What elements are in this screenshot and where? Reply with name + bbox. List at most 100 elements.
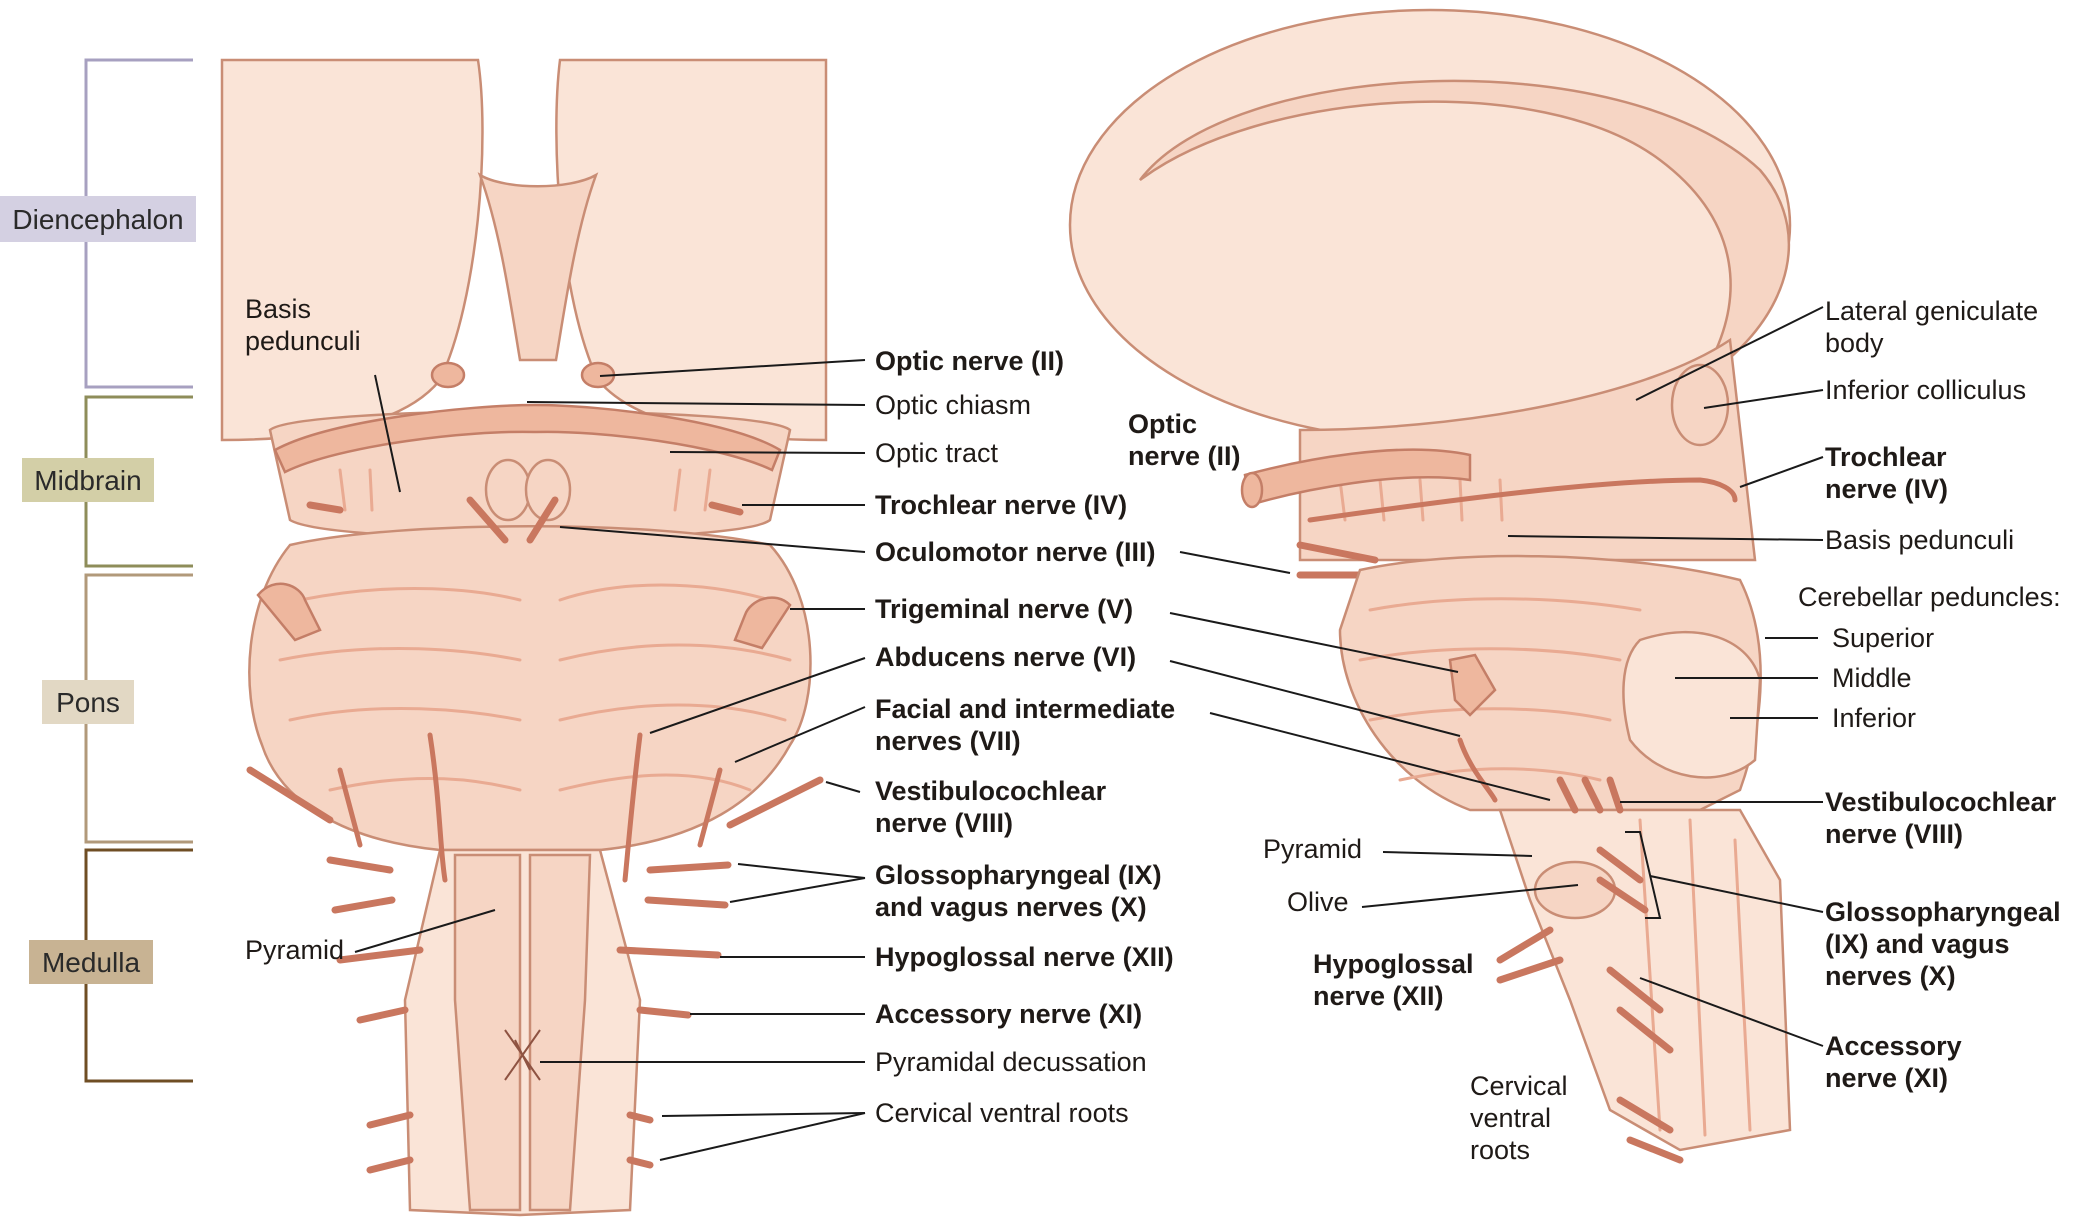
pons-bracket: Pons <box>42 573 193 844</box>
midbrain-stripe <box>1418 478 1425 522</box>
ventral-pons <box>248 525 812 852</box>
medulla-label: Medulla <box>42 947 140 978</box>
pons-stripe <box>298 586 522 602</box>
ventral-leader-lines <box>354 359 866 1161</box>
label-glossopharyngeal-line2: and vagus nerves (X) <box>875 892 1147 922</box>
right-pyramid <box>528 853 592 1212</box>
midbrain-stripe <box>1378 478 1386 522</box>
ventral-medulla <box>403 848 642 1217</box>
diencephalon-bracket: Diencephalon <box>0 58 196 389</box>
label-lat-cerebellar-peduncles: Cerebellar peduncles: <box>1798 582 2061 612</box>
ventral-labels: Basis pedunculi Pyramid Optic nerve (II)… <box>245 294 1175 1128</box>
leader-facial <box>734 706 866 763</box>
right-cervical-root-lower <box>626 1156 654 1169</box>
label-lat-hypoglossal-line2: nerve (XII) <box>1313 981 1444 1011</box>
left-cervical-root-lower <box>366 1156 414 1174</box>
label-lat-accessory-line1: Accessory <box>1825 1031 1962 1061</box>
peduncle-stripe <box>338 468 347 512</box>
leader-lat-trochlear <box>1739 456 1824 488</box>
leader-cervical-a <box>661 1112 866 1117</box>
leader-lat-glossopharyngeal-bracket <box>1625 831 1662 919</box>
pons-stripe <box>558 583 772 602</box>
lateral-brainstem-illustration <box>1068 8 1792 1164</box>
right-mammillary-body <box>524 458 572 522</box>
pons-stripe <box>558 643 792 662</box>
label-glossopharyngeal-line1: Glossopharyngeal (IX) <box>875 860 1162 890</box>
lateral-olive <box>1533 860 1617 920</box>
midbrain-stripe <box>1498 478 1504 522</box>
left-trigeminal-root <box>256 582 322 642</box>
label-facial-line1: Facial and intermediate <box>875 694 1175 724</box>
lateral-labels: Optic nerve (II) Lateral geniculate body… <box>1128 296 2061 1165</box>
label-optic-nerve: Optic nerve (II) <box>875 346 1064 376</box>
label-cervical-ventral-roots: Cervical ventral roots <box>875 1098 1129 1128</box>
left-accessory <box>356 1006 409 1024</box>
pons-label: Pons <box>56 687 120 718</box>
optic-tract-band <box>273 403 782 474</box>
pons-stripe <box>288 706 522 722</box>
pons-lat-stripe <box>1358 647 1622 662</box>
label-lat-pyramid: Pyramid <box>1263 834 1362 864</box>
pons-lat-stripe <box>1368 597 1642 612</box>
midbrain-label: Midbrain <box>34 465 141 496</box>
label-lat-middle: Middle <box>1832 663 1912 693</box>
label-vestibulocochlear-line1: Vestibulocochlear <box>875 776 1107 806</box>
right-glossopharyngeal <box>644 861 732 909</box>
label-trigeminal: Trigeminal nerve (V) <box>875 594 1133 624</box>
oculomotor-roots <box>466 496 559 544</box>
peduncle-stripe <box>368 468 374 512</box>
lateral-abducens <box>1457 737 1498 803</box>
right-abducens <box>622 732 643 883</box>
label-lat-colliculus: Inferior colliculus <box>1825 375 2026 405</box>
label-lat-glossopharyngeal-line2: (IX) and vagus <box>1825 929 2010 959</box>
lateral-hypoglossal <box>1496 926 1564 984</box>
pons-stripe <box>278 646 522 662</box>
label-optic-chiasm: Optic chiasm <box>875 390 1031 420</box>
leader-oculomotor <box>559 526 866 553</box>
label-abducens: Abducens nerve (VI) <box>875 642 1136 672</box>
midbrain-bracket: Midbrain <box>22 395 193 568</box>
left-pyramid <box>453 853 522 1212</box>
decussation-marks <box>504 1029 541 1081</box>
ventral-brainstem-illustration <box>220 58 828 1217</box>
label-oculomotor: Oculomotor nerve (III) <box>875 537 1156 567</box>
lateral-trochlear <box>1307 477 1738 523</box>
lateral-vestibulocochlear <box>1556 776 1624 814</box>
right-trigeminal-root <box>733 596 792 650</box>
label-lat-cervical-line2: ventral <box>1470 1103 1551 1133</box>
label-hypoglossal: Hypoglossal nerve (XII) <box>875 942 1174 972</box>
left-vestibulocochlear <box>337 767 363 848</box>
lateral-leader-lines <box>1169 306 1824 1047</box>
label-basis-pedunculi-line2: pedunculi <box>245 326 361 356</box>
label-lat-vestibulocochlear-line1: Vestibulocochlear <box>1825 787 2057 817</box>
medulla-stripe <box>1688 818 1707 1137</box>
peduncle-stripe <box>703 468 712 512</box>
label-facial-line2: nerves (VII) <box>875 726 1021 756</box>
pons-stripe <box>558 773 752 792</box>
leader-lat-geniculate <box>1635 306 1824 401</box>
leader-lat-colliculus <box>1703 389 1824 409</box>
leader-lat-trigeminal <box>1169 612 1459 673</box>
midbrain-label-box <box>22 458 154 502</box>
label-trochlear: Trochlear nerve (IV) <box>875 490 1127 520</box>
left-mammillary-body <box>484 458 532 522</box>
label-lat-basis: Basis pedunculi <box>1825 525 2014 555</box>
label-lat-vestibulocochlear-line2: nerve (VIII) <box>1825 819 1963 849</box>
left-trochlear <box>306 501 344 514</box>
right-hypoglossal <box>616 946 722 959</box>
lateral-glossopharyngeal <box>1596 846 1649 914</box>
label-accessory: Accessory nerve (XI) <box>875 999 1142 1029</box>
left-optic-nerve-stub <box>430 361 466 389</box>
label-lat-optic-line1: Optic <box>1128 409 1197 439</box>
leader-abducens <box>649 657 866 734</box>
pons-label-box <box>42 680 134 724</box>
medulla-stripe <box>1733 838 1752 1132</box>
leader-lat-oculomotor <box>1179 551 1291 574</box>
right-vestibulocochlear <box>697 767 723 848</box>
leader-optic-tract <box>669 451 866 454</box>
leader-glossopharyngeal-a <box>737 863 866 879</box>
leader-optic-nerve <box>599 359 866 377</box>
label-lat-superior: Superior <box>1832 623 1934 653</box>
leader-lat-facial <box>1209 712 1551 801</box>
